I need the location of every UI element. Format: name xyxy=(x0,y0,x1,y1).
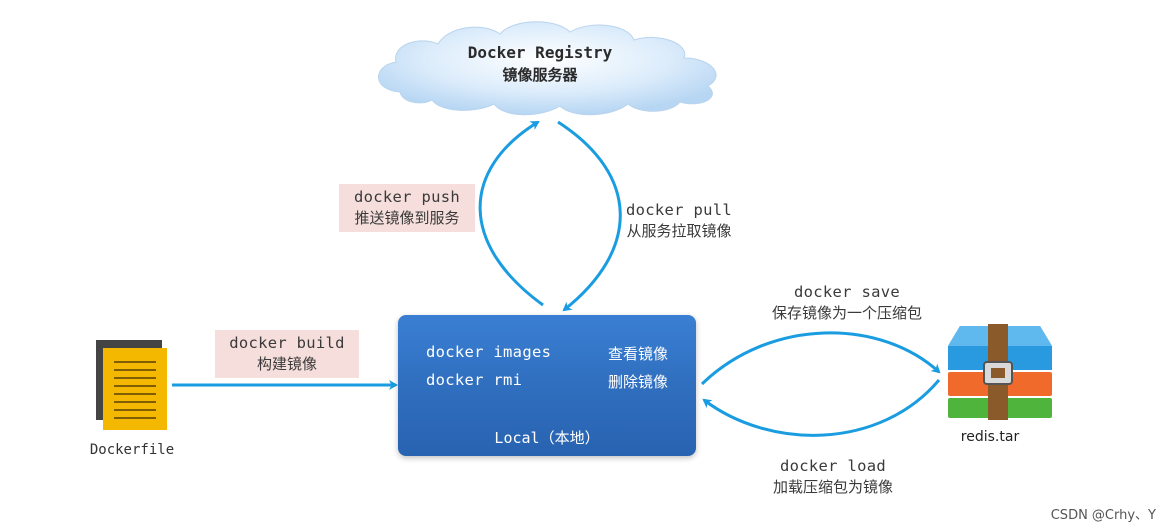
local-row-description: 删除镜像 xyxy=(607,373,668,391)
local-row-images: docker images 查看镜像 xyxy=(426,343,668,365)
save-description: 保存镜像为一个压缩包 xyxy=(771,304,922,322)
push-label: docker push 推送镜像到服务 xyxy=(339,184,475,232)
clipped-heading-fragment: ▀▀▀▀ ▀▀▀▀ ▀ xyxy=(76,0,206,4)
save-command: docker save xyxy=(794,283,900,301)
registry-subtitle: 镜像服务器 xyxy=(502,66,578,84)
registry-title: Docker Registry xyxy=(467,43,613,62)
dockerfile-label: Dockerfile xyxy=(89,442,175,458)
build-command: docker build xyxy=(229,334,345,352)
pull-description: 从服务拉取镜像 xyxy=(626,222,732,240)
save-label: docker save 保存镜像为一个压缩包 xyxy=(752,282,942,324)
local-row-rmi: docker rmi 删除镜像 xyxy=(426,371,668,393)
registry-label: Docker Registry 镜像服务器 xyxy=(440,42,640,86)
pull-arrow xyxy=(557,120,622,312)
archive-label: redis.tar xyxy=(960,429,1020,445)
build-description: 构建镜像 xyxy=(256,355,317,373)
load-label: docker load 加载压缩包为镜像 xyxy=(752,456,914,498)
load-arrow xyxy=(702,379,941,437)
push-description: 推送镜像到服务 xyxy=(354,209,460,227)
load-command: docker load xyxy=(780,457,886,475)
local-row-command: docker rmi xyxy=(426,371,523,389)
pull-command: docker pull xyxy=(626,201,732,219)
archive-icon xyxy=(948,324,1052,420)
registry-cloud xyxy=(378,21,717,116)
local-footer: Local（本地） xyxy=(494,429,600,447)
local-box: docker images 查看镜像 docker rmi 删除镜像 Local… xyxy=(398,315,696,456)
load-description: 加载压缩包为镜像 xyxy=(772,478,893,496)
watermark: CSDN @Crhy、Y xyxy=(1050,508,1156,523)
local-row-command: docker images xyxy=(426,343,552,361)
pull-label: docker pull 从服务拉取镜像 xyxy=(614,200,744,242)
save-arrow xyxy=(700,331,941,386)
dockerfile-icon xyxy=(96,340,167,430)
build-label: docker build 构建镜像 xyxy=(215,330,359,378)
local-row-description: 查看镜像 xyxy=(607,345,668,363)
push-command: docker push xyxy=(354,188,460,206)
push-arrow xyxy=(478,120,544,307)
